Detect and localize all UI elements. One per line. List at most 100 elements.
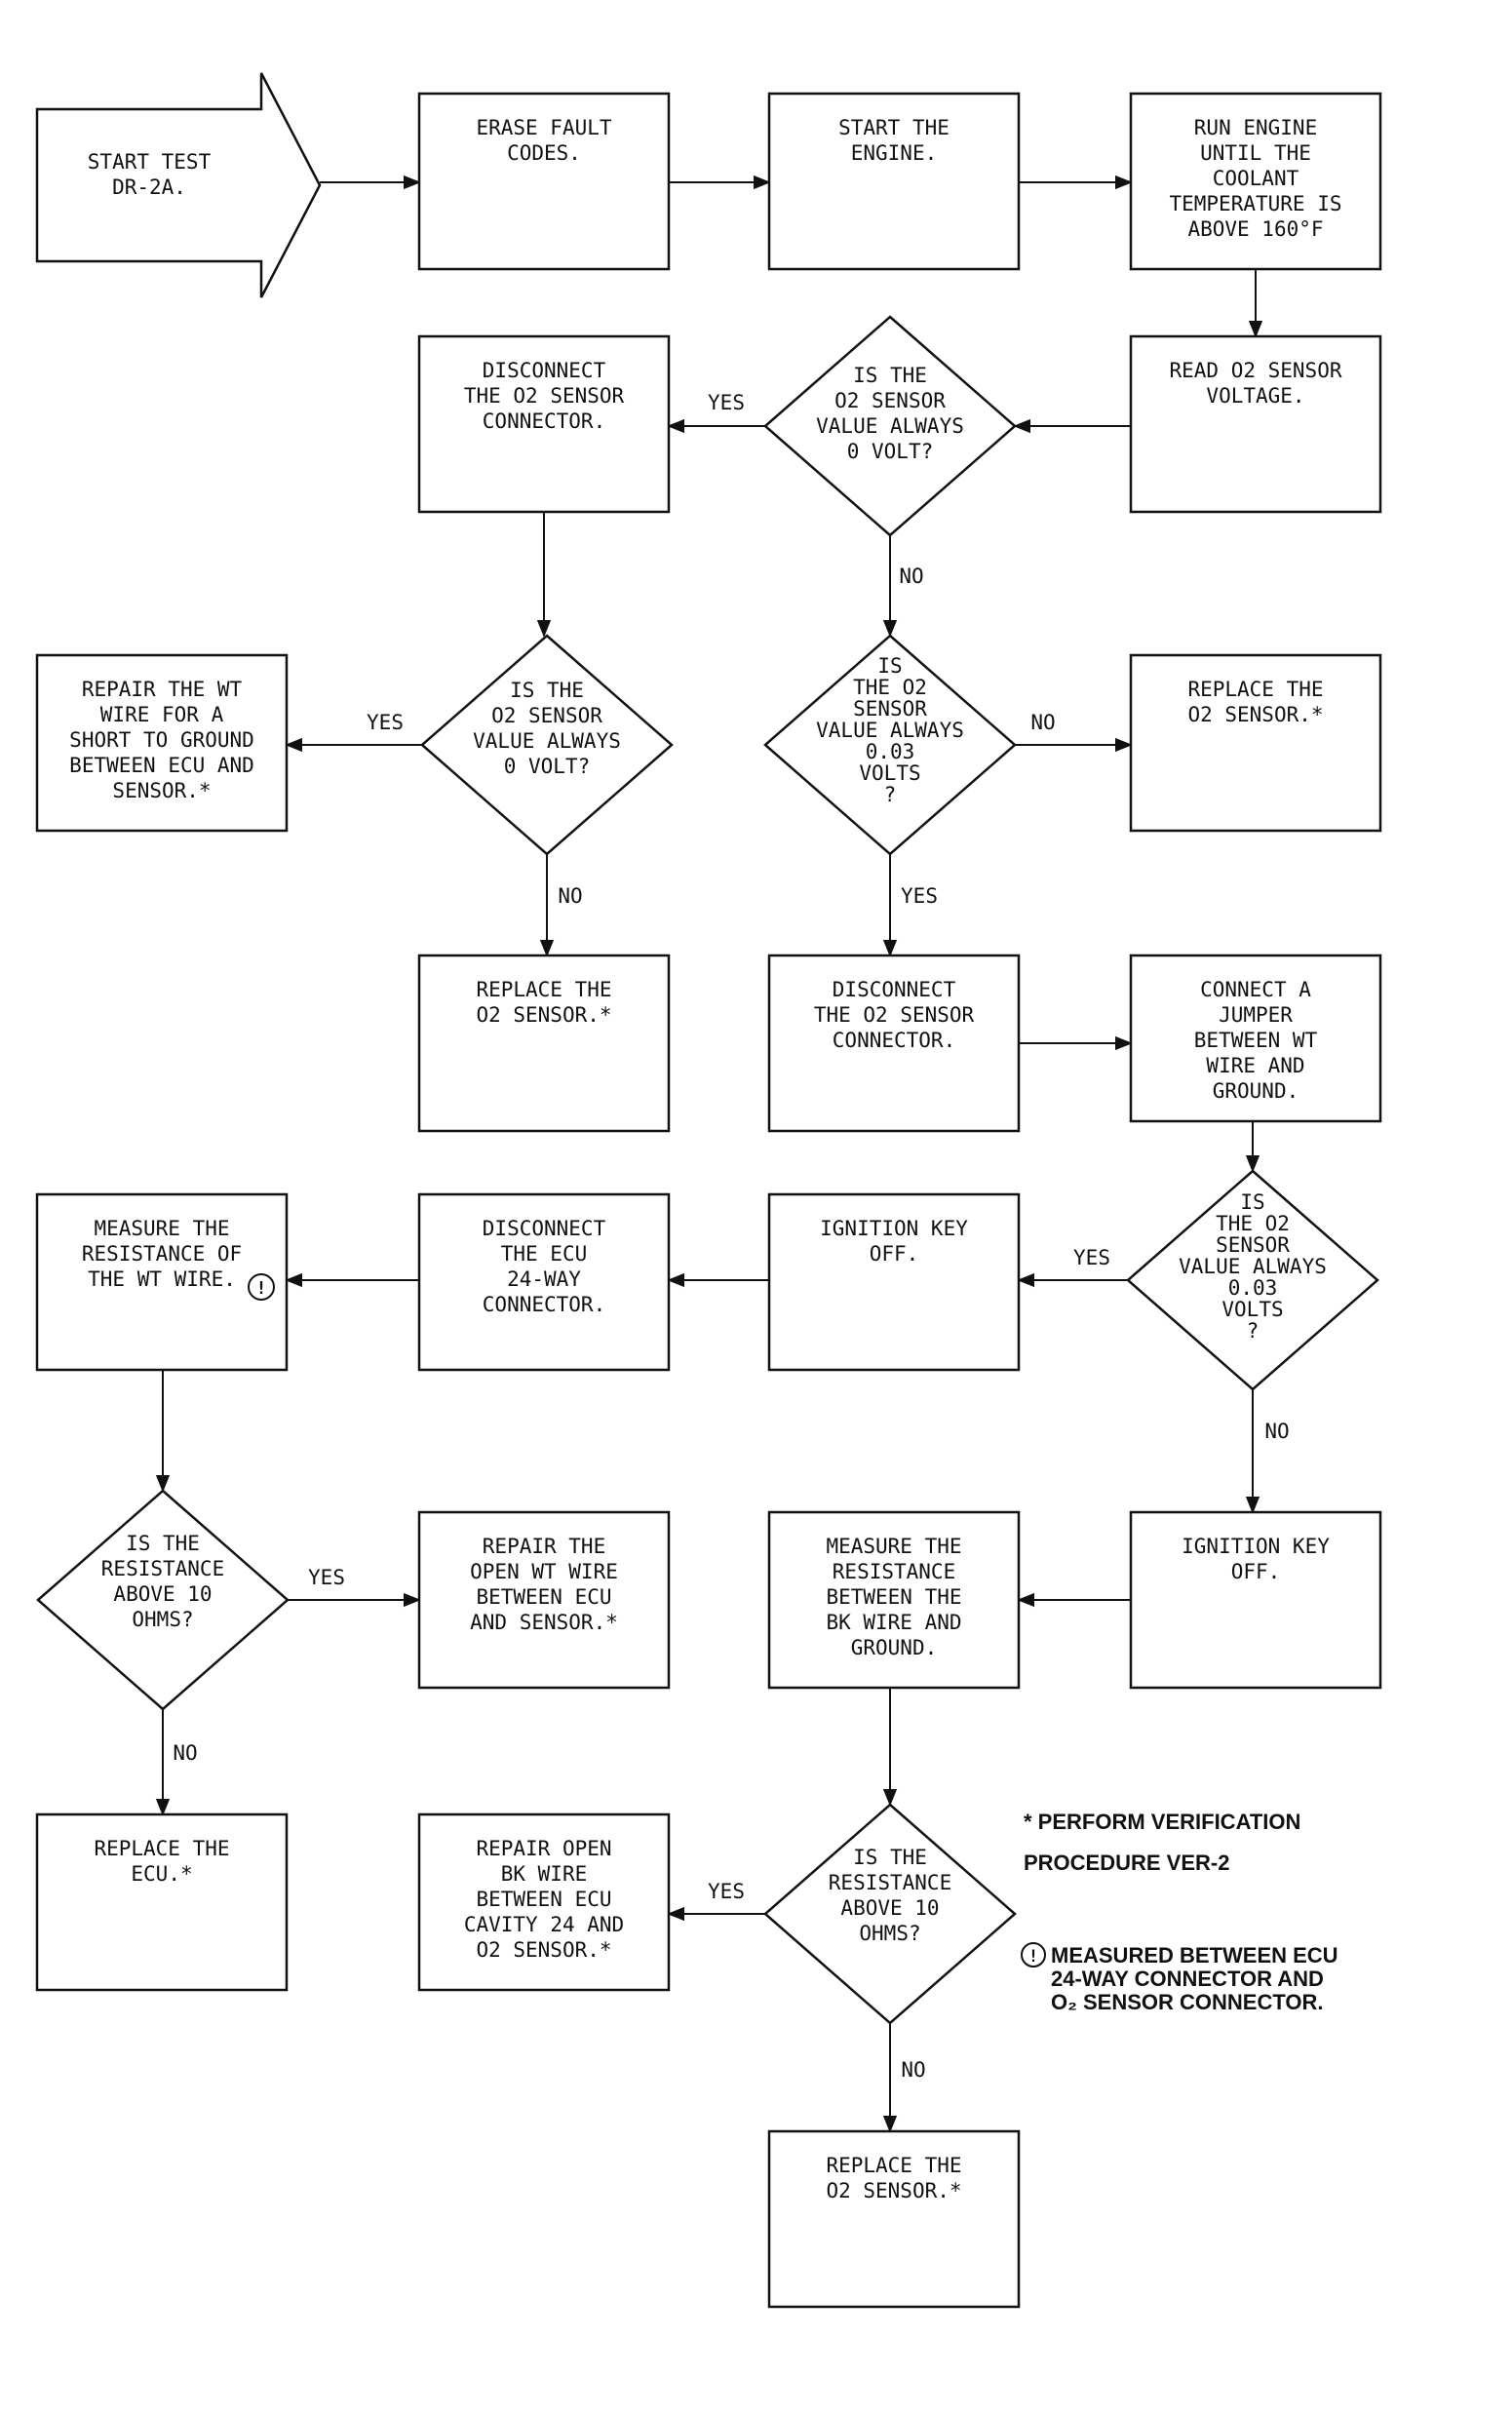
run-engine-text-line: UNTIL THE	[1200, 141, 1311, 165]
measure-bk-text-line: MEASURE THE	[826, 1535, 961, 1558]
disconnect-o2-a-box	[417, 334, 671, 514]
q-zero-volt-2-text-line: IS THE	[510, 679, 584, 702]
repair-open-wt-text-line: REPAIR THE	[483, 1535, 605, 1558]
note-marker-glyph: !	[1028, 1947, 1038, 1967]
ignition-off-a-text-line: IGNITION KEY	[820, 1217, 968, 1240]
start-arrow-shape	[35, 72, 322, 298]
replace-o2-b-text-line: O2 SENSOR.*	[1187, 703, 1323, 726]
q-resist-wt-text-line: ABOVE 10	[113, 1582, 212, 1606]
q-resist-bk-text-line: IS THE	[853, 1846, 927, 1869]
disconnect-o2-b-text-line: CONNECTOR.	[833, 1029, 955, 1052]
repair-open-bk-text-line: O2 SENSOR.*	[476, 1938, 611, 1962]
q-zero-volt-text-line: IS THE	[853, 364, 927, 387]
q-003-volts-text-line: ?	[884, 783, 897, 806]
start-engine-box	[767, 92, 1021, 271]
footnote-marker-icon: !	[248, 1273, 275, 1301]
measure-bk-box	[767, 1510, 1021, 1690]
replace-o2-a-text-line: O2 SENSOR.*	[476, 1003, 611, 1027]
q-zero-volt-diamond	[763, 315, 1017, 537]
q-resist-bk-text-line: OHMS?	[859, 1922, 920, 1945]
label-yes-q003-2: YES	[1073, 1246, 1110, 1269]
ignition-off-b-box	[1129, 1510, 1382, 1690]
label-no-q-bk: NO	[901, 2058, 925, 2082]
connect-jumper-text-line: GROUND.	[1213, 1079, 1299, 1103]
repair-open-bk-box	[417, 1812, 671, 1992]
connect-jumper-text-line: JUMPER	[1219, 1003, 1293, 1027]
q-003-volts-2-text-line: 0.03	[1228, 1276, 1278, 1300]
repair-open-bk-text-line: CAVITY 24 AND	[464, 1913, 624, 1936]
q-zero-volt-2-diamond	[420, 634, 674, 856]
footnote-marker-glyph: !	[256, 1278, 267, 1299]
q-zero-volt-2-text-line: VALUE ALWAYS	[473, 729, 621, 753]
q-resist-wt-text-line: RESISTANCE	[101, 1557, 224, 1580]
repair-wt-short-text-line: SHORT TO GROUND	[69, 728, 254, 752]
q-003-volts-text-line: THE O2	[853, 676, 927, 699]
replace-o2-a-text-line: REPLACE THE	[476, 978, 611, 1001]
ignition-off-b-text-line: IGNITION KEY	[1182, 1535, 1330, 1558]
connect-jumper-text-line: CONNECT A	[1200, 978, 1311, 1001]
q-zero-volt-text-line: VALUE ALWAYS	[816, 414, 964, 438]
q-zero-volt-2-text-line: 0 VOLT?	[504, 755, 591, 778]
start-engine-text-line: START THE	[838, 116, 950, 139]
repair-open-bk-text-line: BETWEEN ECU	[476, 1888, 611, 1911]
label-no-q003-2: NO	[1264, 1420, 1289, 1443]
replace-o2-c-text-line: O2 SENSOR.*	[826, 2179, 961, 2202]
replace-o2-b-box	[1129, 653, 1382, 833]
replace-o2-b-text-line: REPLACE THE	[1187, 678, 1323, 701]
q-003-volts-text-line: SENSOR	[853, 697, 927, 721]
read-o2-text-line: VOLTAGE.	[1206, 384, 1304, 408]
note-marker-icon: !	[1021, 1942, 1046, 1968]
q-resist-bk-text-line: ABOVE 10	[840, 1896, 939, 1920]
label-no-q003: NO	[1030, 711, 1055, 734]
q-zero-volt-text-line: O2 SENSOR	[834, 389, 946, 412]
read-o2-box	[1129, 334, 1382, 514]
disconnect-o2-a-text-line: CONNECTOR.	[483, 409, 605, 433]
erase-text-line: ERASE FAULT	[476, 116, 611, 139]
label-no-q2: NO	[558, 884, 582, 908]
replace-o2-c-box	[767, 2129, 1021, 2309]
measure-wt-text-line: MEASURE THE	[94, 1217, 229, 1240]
start-text-line: START TEST	[88, 150, 212, 174]
measure-wt-box	[35, 1192, 289, 1372]
disconnect-o2-b-text-line: DISCONNECT	[833, 978, 956, 1001]
repair-wt-short-text-line: SENSOR.*	[112, 779, 211, 802]
measured-note-line: 24-WAY CONNECTOR AND	[1051, 1967, 1324, 1991]
q-resist-bk-diamond	[763, 1803, 1017, 2025]
q-resist-wt-diamond	[36, 1489, 290, 1711]
replace-o2-a-box	[417, 954, 671, 1133]
measured-note-line: MEASURED BETWEEN ECU	[1051, 1943, 1338, 1968]
q-zero-volt-2-text-line: O2 SENSOR	[491, 704, 602, 727]
measure-bk-text-line: RESISTANCE	[833, 1560, 955, 1583]
repair-open-wt-text-line: AND SENSOR.*	[470, 1611, 618, 1634]
disconnect-ecu-text-line: CONNECTOR.	[483, 1293, 605, 1316]
q-003-volts-2-text-line: VOLTS	[1221, 1298, 1283, 1321]
measured-note-line: O₂ SENSOR CONNECTOR.	[1051, 1990, 1324, 2014]
disconnect-ecu-box	[417, 1192, 671, 1372]
repair-wt-short-text-line: REPAIR THE WT	[82, 678, 243, 701]
disconnect-ecu-text-line: 24-WAY	[507, 1267, 581, 1291]
q-003-volts-text-line: IS	[877, 654, 902, 678]
ignition-off-a-box	[767, 1192, 1021, 1372]
connect-jumper-text-line: BETWEEN WT	[1194, 1029, 1318, 1052]
ignition-off-b-text-line: OFF.	[1231, 1560, 1281, 1583]
replace-ecu-text-line: ECU.*	[131, 1862, 192, 1886]
start-engine-text-line: ENGINE.	[851, 141, 938, 165]
run-engine-box	[1129, 92, 1382, 271]
disconnect-o2-b-text-line: THE O2 SENSOR	[814, 1003, 975, 1027]
